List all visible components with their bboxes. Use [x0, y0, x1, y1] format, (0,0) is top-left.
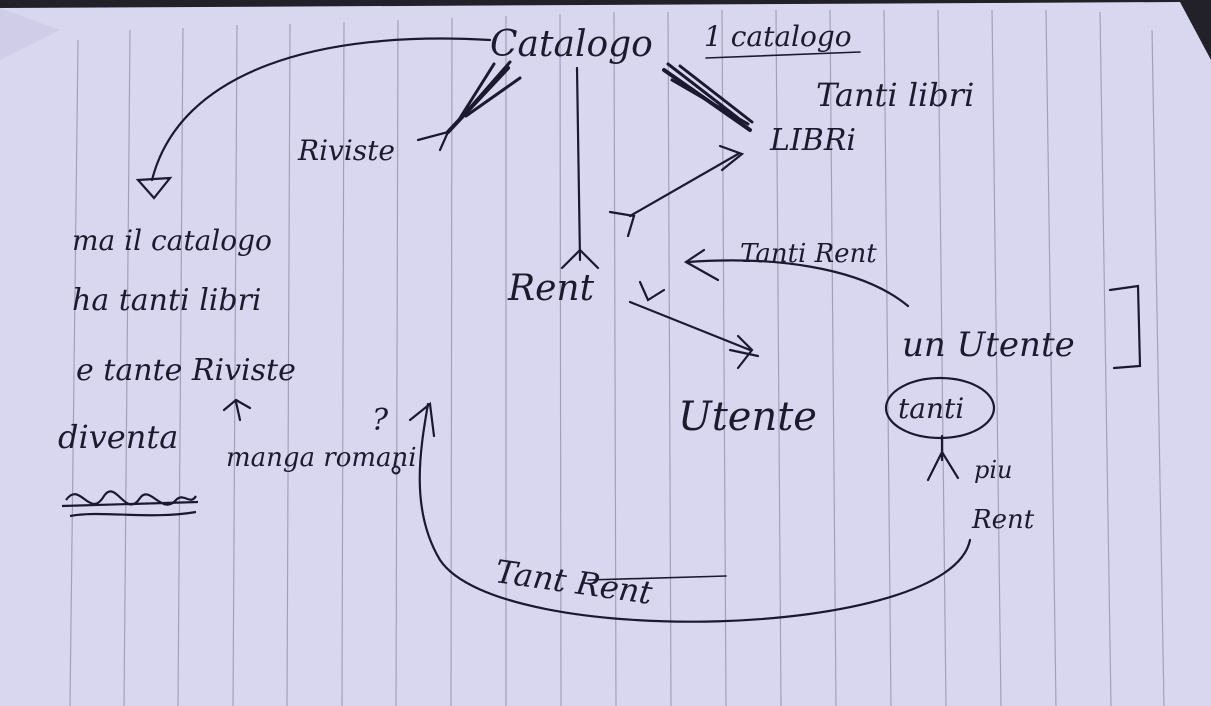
node-libri: LIBRi — [769, 123, 856, 158]
note-line-4: diventa — [58, 418, 178, 456]
node-tanti: tanti — [898, 392, 964, 425]
annotation-un-catalogo: 1 catalogo — [704, 20, 852, 53]
node-rent: Rent — [507, 268, 595, 309]
note-line-3: e tante Riviste — [76, 353, 296, 388]
annotation-tanti-rent: Tanti Rent — [740, 239, 877, 269]
node-catalogo: Catalogo — [490, 24, 653, 65]
node-un-utente: un Utente — [902, 325, 1075, 365]
note-manga-romani: manga romani — [226, 443, 417, 473]
edge-rent-utente — [628, 300, 752, 352]
ruled-lines — [69, 9, 1165, 706]
node-riviste: Riviste — [297, 134, 395, 167]
note-line-1: ma il catalogo — [72, 224, 272, 257]
question-dot — [391, 465, 401, 475]
annotation-piu-rent: Rent — [971, 505, 1035, 535]
node-utente: Utente — [678, 394, 817, 440]
edge-catalogo-notes — [150, 37, 492, 182]
annotation-piu: piu — [974, 456, 1013, 484]
edge-catalogo-rent — [575, 66, 582, 262]
edge-libri-rent — [628, 152, 740, 218]
note-line-2: ha tanti libri — [72, 283, 262, 318]
tanti-oval — [884, 376, 996, 440]
annotation-tanti-libri: Tanti libri — [816, 76, 974, 114]
edge-unutente-rent — [686, 259, 910, 308]
edge-loop-tant-rent — [418, 402, 972, 623]
note-question-mark: ? — [372, 403, 389, 438]
connectors — [135, 37, 1142, 623]
scribble-crossed-out — [61, 490, 199, 518]
